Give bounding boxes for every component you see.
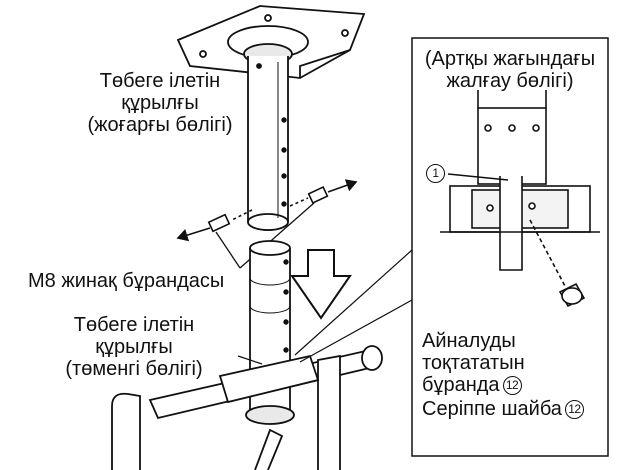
- part-1-number: 1: [426, 164, 445, 183]
- part-1-marker: 1: [426, 162, 445, 184]
- insert-arrow: [290, 249, 352, 320]
- washer-ref-number: 12: [564, 400, 584, 419]
- washer-text: Серіппе шайба: [422, 398, 562, 420]
- detail-title: (Артқы жағындағы жалғау бөлігі): [414, 48, 606, 92]
- ceiling-plate: [176, 5, 366, 79]
- lower-part-label: Төбеге ілетін құрылғы (төменгі бөлігі): [34, 314, 234, 380]
- detail-title-line-2: жалғау бөлігі): [446, 70, 574, 92]
- upper-part-line-3: (жоғарғы бөлігі): [87, 114, 233, 136]
- screw-line-2: тоқтататын: [422, 352, 525, 374]
- screw-line-1: Айналуды: [422, 330, 516, 352]
- upper-part-line-1: Төбеге ілетін: [99, 70, 221, 92]
- screw-line-3-text: бұранда: [422, 374, 500, 396]
- upper-part-label: Төбеге ілетін құрылғы (жоғарғы бөлігі): [60, 70, 260, 136]
- callout-lines: [294, 249, 413, 363]
- bolt-label: M8 жинақ бұрандасы: [28, 270, 225, 292]
- upper-pipe: [247, 56, 289, 231]
- m8-bolts: [176, 179, 358, 269]
- lower-part-line-2: құрылғы: [95, 336, 173, 358]
- lower-part-line-1: Төбеге ілетін: [73, 314, 195, 336]
- screw-ref-number: 12: [502, 376, 522, 395]
- lower-part-line-3: (төменгі бөлігі): [65, 358, 203, 380]
- detail-title-line-1: (Артқы жағындағы: [424, 48, 596, 70]
- upper-part-line-2: құрылғы: [121, 92, 199, 114]
- stand-frame: [111, 345, 383, 470]
